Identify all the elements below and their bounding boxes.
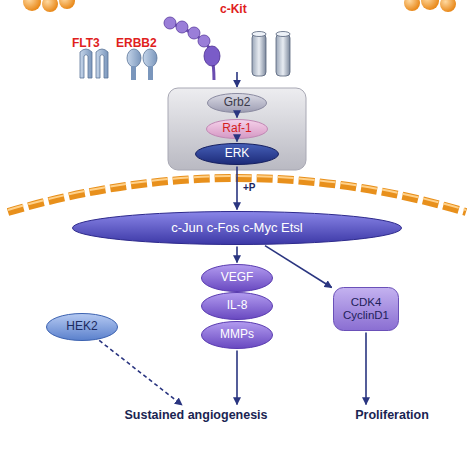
signal-arrow: [236, 247, 238, 263]
rounded-rect: [334, 288, 399, 331]
ellipse-shape: [47, 314, 118, 341]
ellipse-shape: [208, 94, 267, 113]
factor-ellipse: VEGF: [201, 264, 273, 292]
signal-arrow: [236, 141, 238, 142]
receptor-cap: [252, 32, 266, 37]
receptor-bead: [198, 35, 210, 47]
node-text: MMPs: [220, 328, 254, 341]
factor-ellipse: MMPs: [201, 321, 273, 349]
transcription-band: c-Jun c-Fos c-Myc Etsl: [72, 211, 402, 245]
ligand-sphere: [421, 0, 439, 10]
node-text: Sustained angiogenesis: [124, 409, 267, 423]
cell-cycle-box: CDK4 CyclinD1: [333, 287, 399, 331]
ellipse-shape: [202, 265, 273, 292]
node-text: Raf-1: [222, 122, 251, 135]
receptor-shape: [80, 49, 92, 78]
edge-label: +P: [243, 182, 256, 193]
signal-arrow: [236, 351, 238, 405]
ligand-sphere: [42, 0, 58, 12]
ckit-receptor: [164, 17, 220, 80]
erbb2-receptor: [127, 49, 157, 80]
node-text: Proliferation: [355, 409, 429, 423]
ligand-sphere: [440, 0, 456, 12]
ligand-sphere: [404, 0, 420, 11]
protein-ellipse: HEK2: [46, 313, 118, 341]
adaptor-ellipse: Grb2: [207, 93, 267, 113]
receptor-stem: [148, 66, 153, 80]
signal-arrow: [236, 167, 238, 210]
ligand-sphere: [59, 0, 75, 9]
node-text: HEK2: [66, 320, 97, 333]
signal-arrow: [99, 340, 182, 405]
receptor-cap: [276, 32, 290, 37]
membrane-highlight: [8, 176, 466, 210]
signal-arrow: [265, 246, 332, 288]
ellipse-shape: [207, 120, 268, 139]
signal-arrow: [236, 115, 238, 118]
receptor-label: FLT3: [72, 36, 100, 50]
receptor-bead: [204, 46, 220, 66]
node-text: Grb2: [224, 96, 251, 109]
kinase-ellipse: ERK: [195, 143, 279, 165]
receptor-bead: [176, 21, 188, 33]
node-text: VEGF: [221, 271, 254, 284]
receptor-shape: [96, 49, 108, 78]
receptor-label: c-Kit: [220, 2, 247, 16]
signal-arrow: [236, 72, 238, 87]
receptor-bead: [188, 27, 200, 39]
ligand-sphere: [23, 0, 41, 11]
ellipse-shape: [196, 144, 279, 165]
node-text: IL-8: [227, 299, 248, 312]
receptor-bead: [164, 17, 176, 29]
ellipse-shape: [73, 212, 402, 245]
signal-arrow: [365, 333, 367, 405]
receptor-domain: [127, 49, 141, 67]
factor-ellipse: IL-8: [201, 292, 273, 320]
outcome-text: Proliferation: [347, 406, 437, 426]
receptor-domain: [143, 49, 157, 67]
outcome-text: Sustained angiogenesis: [121, 406, 271, 426]
receptor-cylinder: [252, 34, 266, 76]
receptor-cylinder: [276, 34, 290, 76]
ellipse-shape: [202, 322, 273, 349]
ellipse-shape: [202, 293, 273, 320]
node-text: ERK: [225, 147, 250, 160]
receptor-stem: [131, 66, 136, 80]
nuclear-membrane: [8, 178, 466, 212]
flt3-receptor: [80, 49, 108, 78]
complex-box: [168, 88, 306, 170]
receptor-label: ERBB2: [116, 36, 157, 50]
kinase-ellipse: Raf-1: [206, 119, 268, 139]
node-text: CDK4 CyclinD1: [333, 296, 399, 321]
node-text: c-Jun c-Fos c-Myc Etsl: [171, 221, 302, 235]
cylinder-receptor: [252, 32, 290, 77]
